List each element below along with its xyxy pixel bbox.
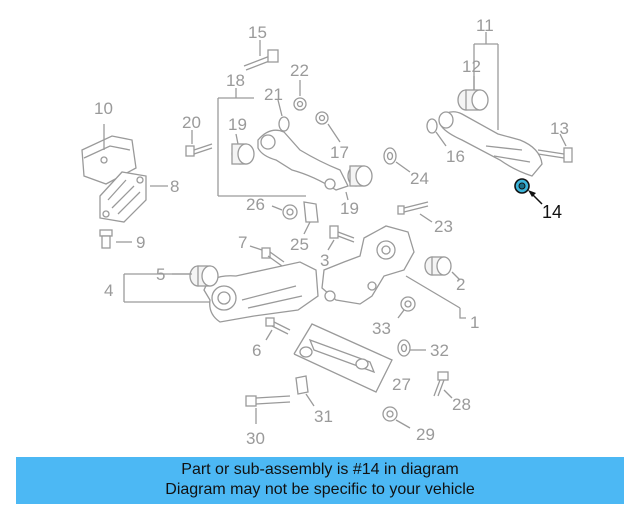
label-1: 1	[470, 313, 479, 332]
label-25: 25	[290, 235, 309, 254]
part-11-lower-arm	[438, 32, 543, 177]
label-11: 11	[476, 16, 494, 35]
part-9-bolt	[99, 229, 132, 249]
info-banner: Part or sub-assembly is #14 in diagram D…	[16, 457, 624, 504]
label-33: 33	[372, 319, 391, 338]
label-29: 29	[416, 425, 435, 444]
label-14: 14	[542, 202, 562, 222]
part-14-nut-highlighted	[514, 178, 543, 205]
label-5: 5	[156, 265, 165, 284]
part-2-bushing	[424, 256, 461, 281]
label-18: 18	[226, 71, 245, 90]
label-27: 27	[392, 375, 411, 394]
part-28-bolt	[433, 371, 453, 399]
label-23: 23	[434, 217, 453, 236]
part-18-upper-arm	[257, 129, 349, 191]
label-30: 30	[246, 429, 265, 448]
label-17: 17	[330, 143, 349, 162]
part-19-bushing-right	[345, 165, 373, 201]
label-32: 32	[430, 341, 449, 360]
label-15: 15	[248, 23, 267, 42]
part-31-clip	[295, 375, 315, 407]
part-24-washer	[383, 147, 411, 173]
part-26-nut	[271, 204, 298, 220]
label-10: 10	[94, 99, 113, 118]
part-19-bushing-left	[231, 133, 255, 165]
label-19b: 19	[340, 199, 359, 218]
label-22: 22	[290, 61, 309, 80]
part-7-bolt	[249, 245, 285, 267]
part-23-bolt	[397, 201, 433, 223]
part-3-bolt	[327, 225, 355, 251]
label-2: 2	[456, 275, 465, 294]
part-13-bolt	[537, 133, 573, 163]
part-1-knuckle	[321, 225, 466, 319]
part-27-link	[293, 323, 393, 393]
label-20: 20	[182, 113, 201, 132]
label-8: 8	[170, 177, 179, 196]
label-7: 7	[238, 233, 247, 252]
part-16-washer	[426, 118, 447, 147]
part-22-nut	[293, 80, 307, 111]
part-25-clip	[303, 201, 319, 235]
label-9: 9	[136, 233, 145, 252]
part-29-nut	[382, 406, 411, 429]
label-21: 21	[264, 85, 283, 104]
part-30-bolt	[245, 395, 291, 424]
part-8-mount	[99, 171, 168, 223]
part-12-bushing	[457, 76, 489, 111]
label-3: 3	[320, 251, 329, 270]
label-28: 28	[452, 395, 471, 414]
part-32-washer	[397, 339, 426, 357]
part-20-bolt	[185, 130, 213, 157]
banner-line-1: Part or sub-assembly is #14 in diagram	[181, 461, 459, 478]
label-19a: 19	[228, 115, 247, 134]
part-6-bolt	[265, 317, 291, 341]
label-24: 24	[410, 169, 429, 188]
label-31: 31	[314, 407, 333, 426]
part-21-washer	[277, 99, 290, 132]
label-26: 26	[246, 195, 265, 214]
part-15-bolt	[243, 40, 279, 71]
label-6: 6	[252, 341, 261, 360]
banner-line-2: Diagram may not be specific to your vehi…	[165, 481, 475, 498]
part-18-callout	[217, 88, 306, 197]
label-12: 12	[462, 57, 481, 76]
label-4: 4	[104, 281, 113, 300]
part-17-nut	[315, 111, 341, 143]
label-13: 13	[550, 119, 569, 138]
parts-diagram: 15 11 22 18 12 21 10 20 19 13 17 16 24 8…	[81, 16, 573, 448]
part-4-trailing-arm	[123, 261, 319, 323]
label-16: 16	[446, 147, 465, 166]
part-33-nut	[397, 296, 416, 319]
